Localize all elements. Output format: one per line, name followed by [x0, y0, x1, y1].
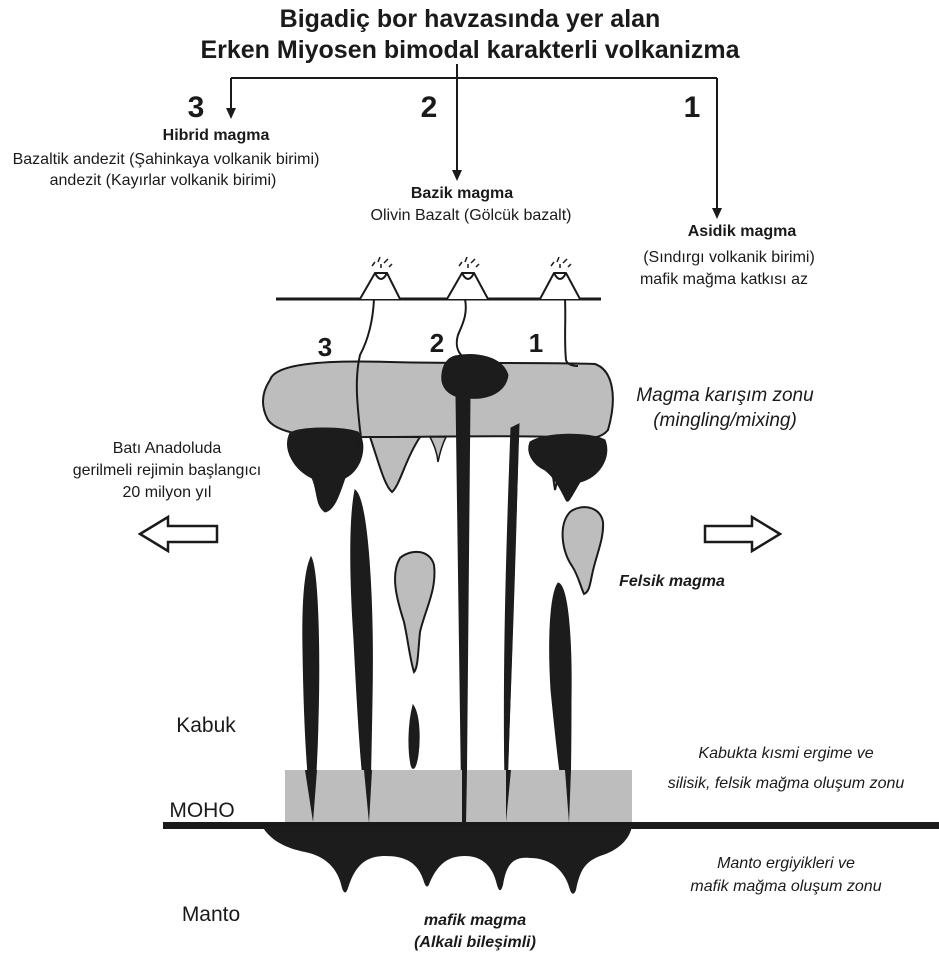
- mafic-pocket-left: [288, 428, 363, 512]
- mantle-label: Manto: [182, 903, 240, 926]
- mixing-zone-label-2: (mingling/mixing): [653, 410, 797, 431]
- felsic-diapir-right: [563, 507, 603, 594]
- conduit-1: [565, 299, 578, 366]
- magma-mixing-zone: [263, 362, 613, 438]
- basic-magma-line-1: Olivin Bazalt (Gölcük bazalt): [371, 207, 572, 224]
- conduit-number-3: 3: [318, 332, 332, 362]
- felsic-magma-label: Felsik magma: [619, 573, 725, 590]
- hybrid-magma-line-2: andezit (Kayırlar volkanik birimi): [50, 172, 277, 189]
- mantle-melt-label-1: Manto ergiyikleri ve: [717, 855, 855, 872]
- central-dike: [456, 395, 470, 825]
- volcano-1-icon: [540, 257, 580, 299]
- mixing-zone-drip-left: [370, 437, 420, 492]
- moho-label: MOHO: [169, 799, 234, 822]
- extension-label-3: 20 milyon yıl: [123, 484, 212, 501]
- mixing-zone-drip-small: [430, 437, 446, 462]
- hybrid-magma-line-1: Bazaltik andezit (Şahinkaya volkanik bir…: [13, 151, 320, 168]
- branch-number-1: 1: [684, 91, 701, 124]
- mafic-chamber-top: [442, 355, 508, 399]
- title-line-1: Bigadiç bor havzasında yer alan: [280, 5, 661, 33]
- mantle-melt-zone: [262, 826, 632, 894]
- mantle-melt-label-2: mafik mağma oluşum zonu: [690, 878, 881, 895]
- conduit-2: [457, 299, 466, 356]
- conduit-number-2: 2: [430, 328, 444, 358]
- hybrid-magma-label: Hibrid magma: [163, 127, 270, 144]
- acidic-magma-line-2: mafik mağma katkısı az: [640, 271, 808, 288]
- crustal-melt-label-2: silisik, felsik mağma oluşum zonu: [668, 775, 905, 792]
- extension-label-1: Batı Anadoluda: [113, 440, 222, 457]
- title-line-2: Erken Miyosen bimodal karakterli volkani…: [200, 36, 740, 64]
- extension-label-2: gerilmeli rejimin başlangıcı: [73, 462, 262, 479]
- tapered-dike-center-right: [504, 424, 519, 822]
- crustal-melt-zone: [285, 770, 632, 823]
- basic-magma-label: Bazik magma: [411, 185, 513, 202]
- branch-number-2: 2: [421, 91, 438, 124]
- branch-number-3: 3: [188, 91, 205, 124]
- extension-arrow-left-icon: [140, 517, 217, 551]
- acidic-magma-line-1: (Sındırgı volkanik birimi): [643, 249, 815, 266]
- mixing-zone-label-1: Magma karışım zonu: [636, 385, 814, 406]
- mafic-magma-label-1: mafik magma: [424, 912, 526, 929]
- mafic-pocket-right: [529, 434, 607, 501]
- crustal-melt-label-1: Kabukta kısmi ergime ve: [698, 745, 873, 762]
- extension-arrow-right-icon: [705, 517, 780, 551]
- mafic-magma-label-2: (Alkali bileşimli): [414, 934, 536, 951]
- acidic-magma-label: Asidik magma: [688, 223, 797, 240]
- volcano-3-icon: [360, 257, 400, 299]
- conduit-number-1: 1: [529, 328, 543, 358]
- crust-label: Kabuk: [176, 714, 236, 737]
- felsic-diapir-center: [395, 552, 434, 672]
- volcano-2-icon: [447, 257, 488, 299]
- dike-small: [409, 705, 419, 768]
